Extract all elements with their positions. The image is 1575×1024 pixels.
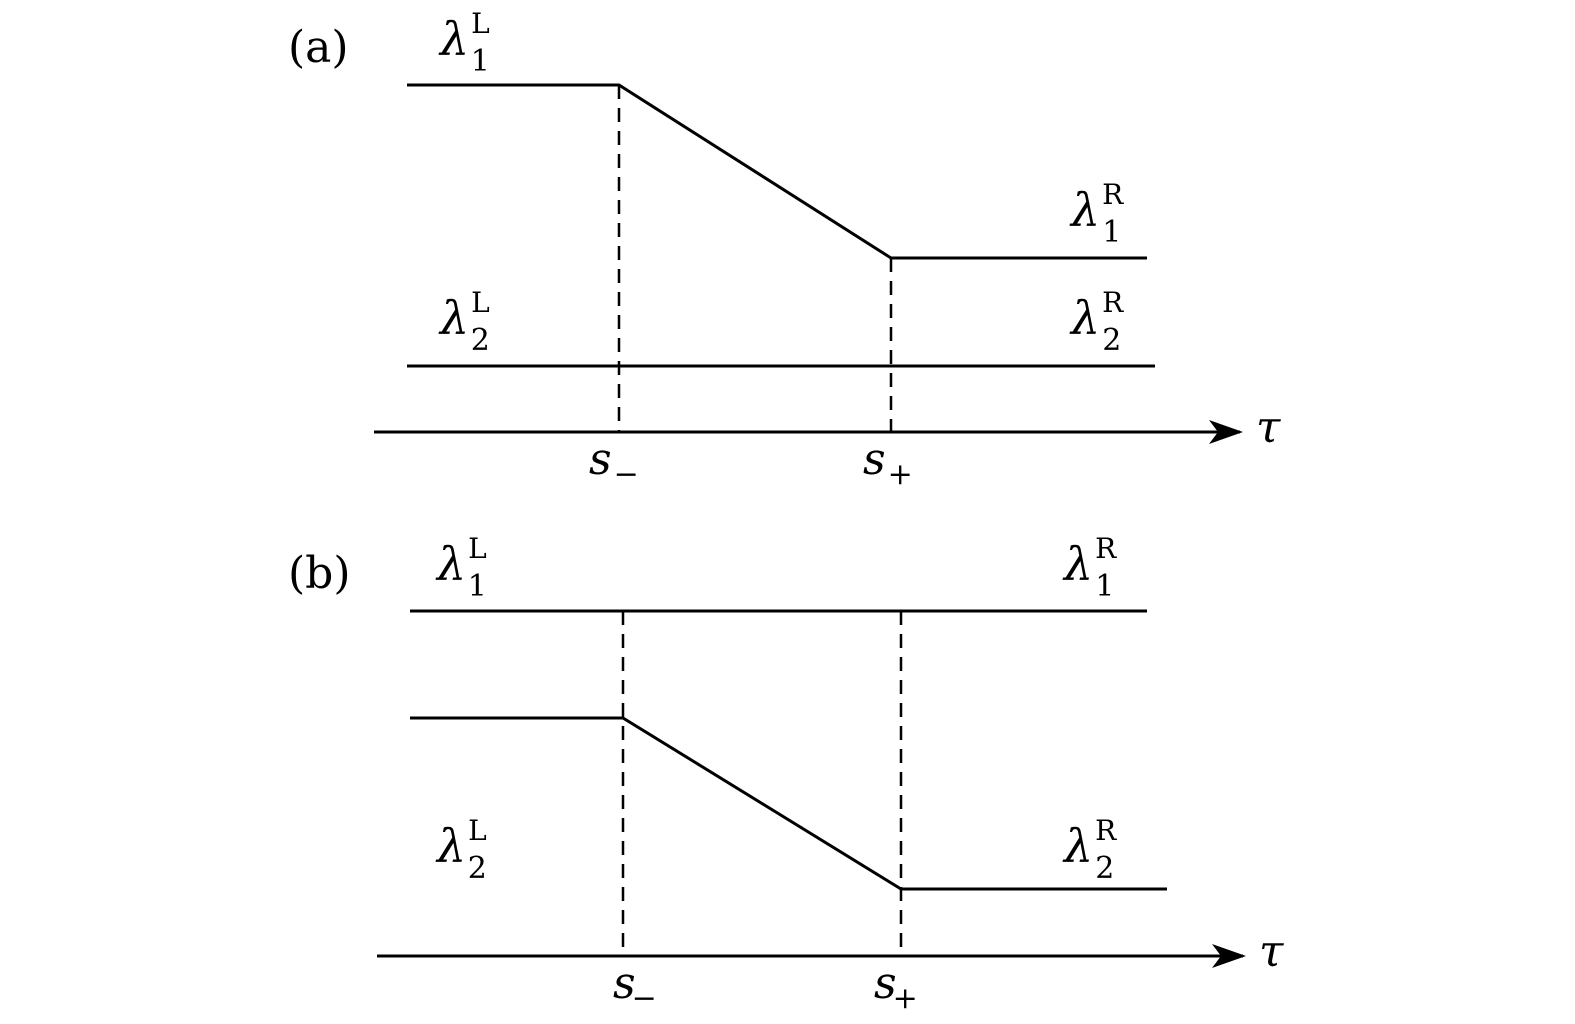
panel-a-tick-s-plus: s+ [863, 434, 913, 492]
panel-a-label: (a) [288, 22, 349, 73]
panel-a-tick-s-minus: s− [589, 434, 639, 492]
panel-b-tick-s-minus: s− [613, 958, 657, 1016]
panel-a-lambda1-curve [407, 83, 1147, 260]
panel-b-tick-s-plus: s+ [874, 958, 918, 1016]
panel-a-axis-label: τ [1256, 402, 1281, 453]
panel-b-label: (b) [288, 548, 351, 599]
panel-b-lambda2-curve [410, 716, 1167, 891]
panel-b-axis-label: τ [1259, 926, 1284, 977]
